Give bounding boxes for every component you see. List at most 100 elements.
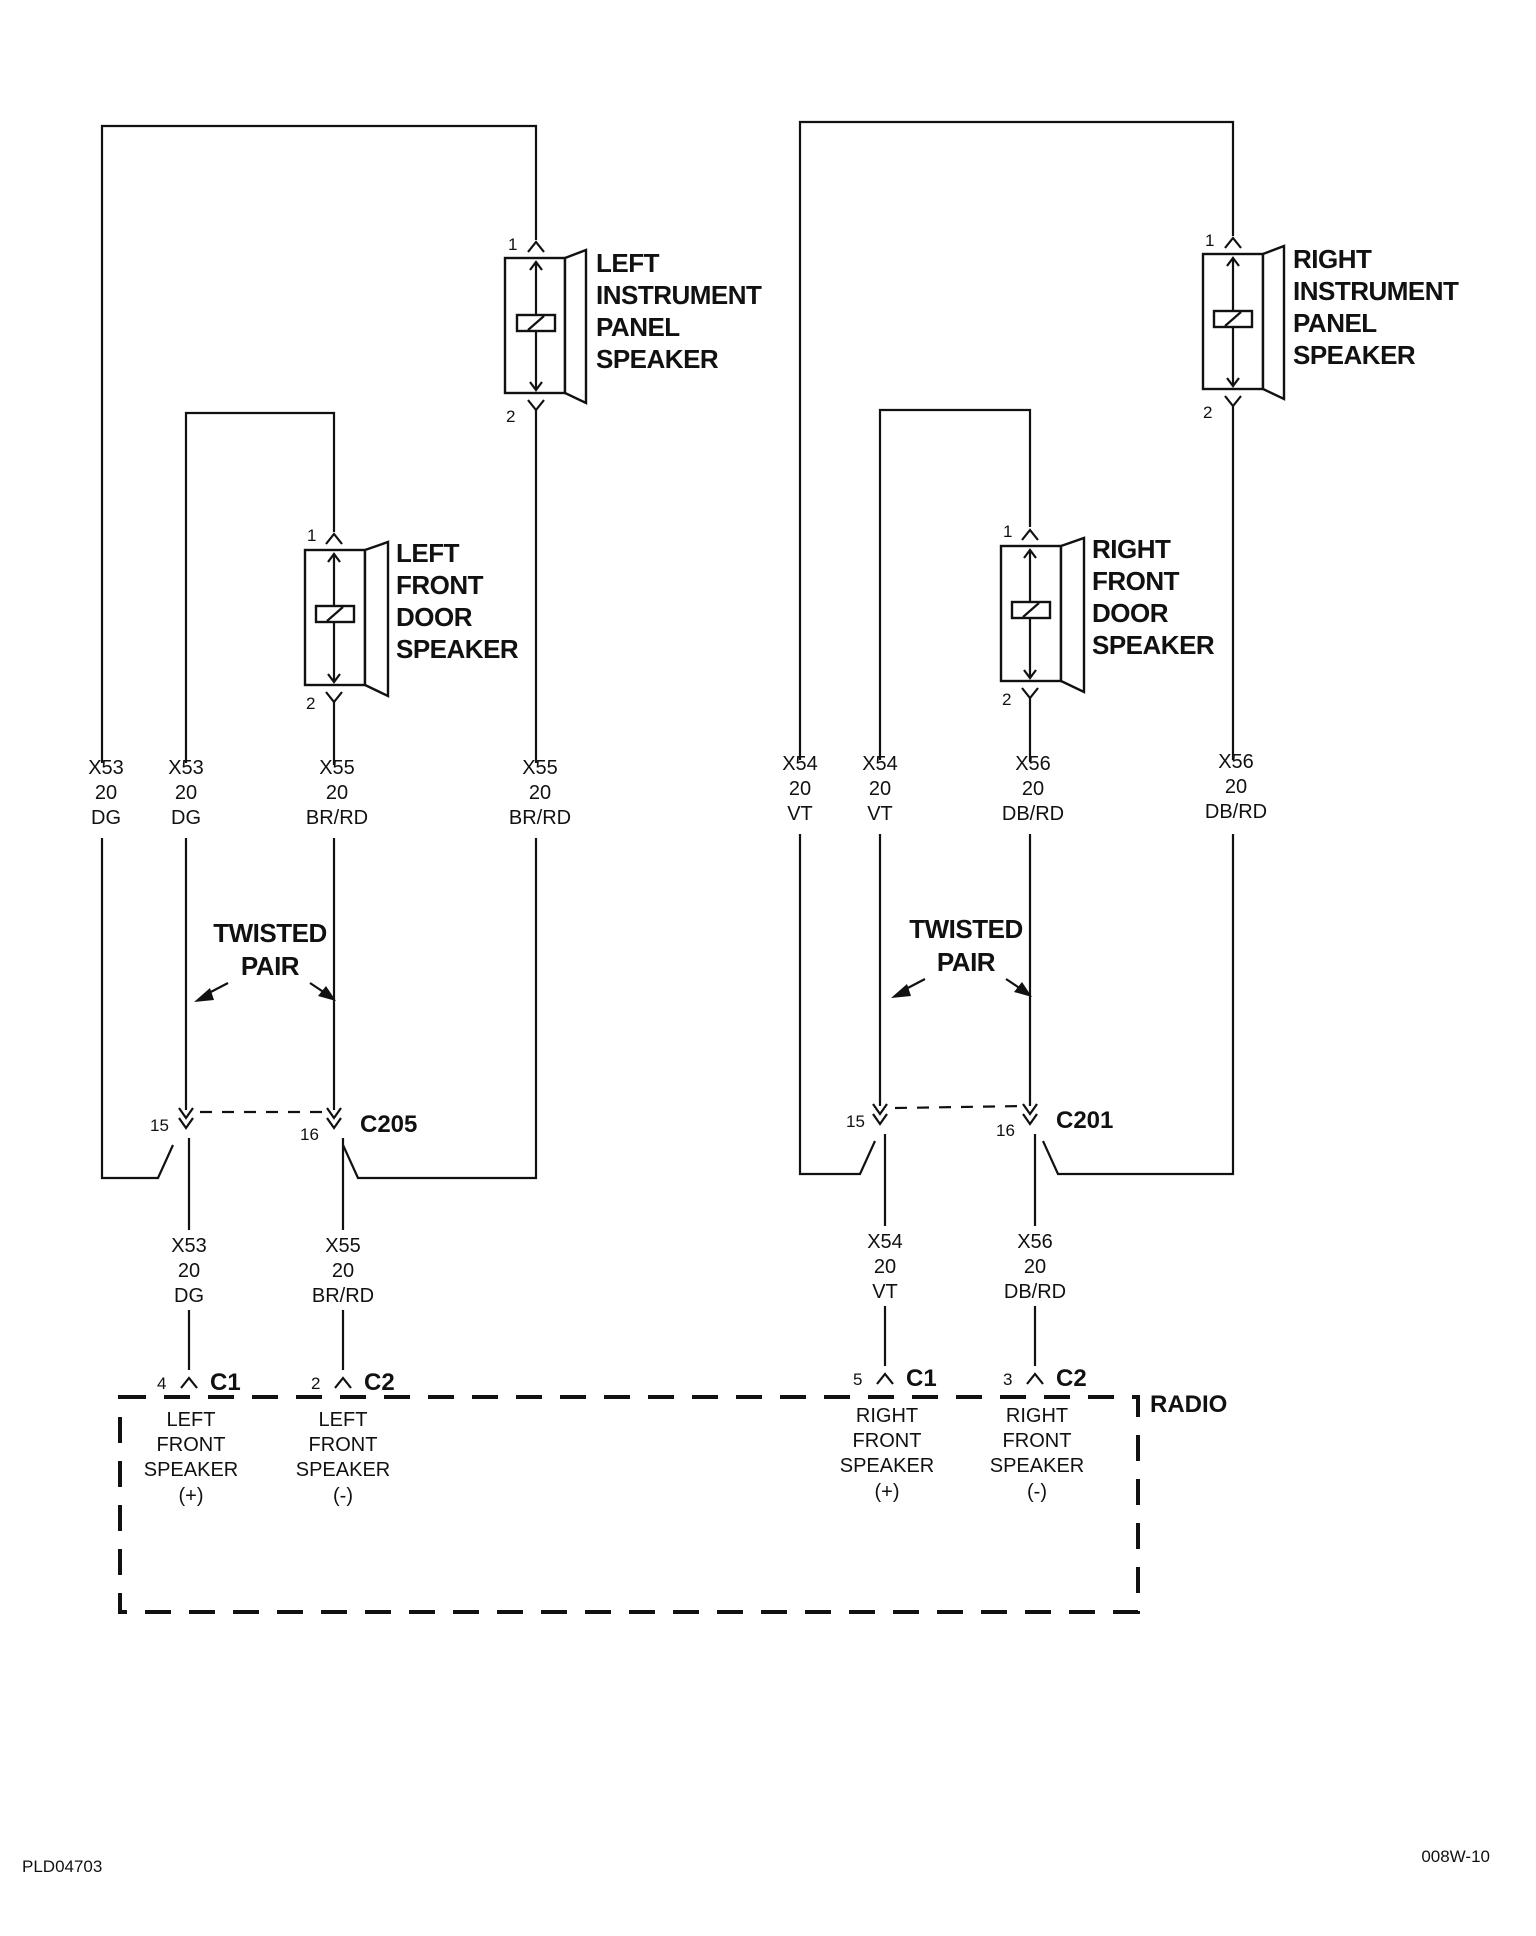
- right-twisted-label-1: TWISTED: [909, 914, 1023, 944]
- wire-label-gauge: 20: [789, 778, 811, 800]
- right-ip-pin2-arrow: [1224, 395, 1242, 408]
- radio-pin-number: 5: [853, 1370, 862, 1389]
- footer-left-code: PLD04703: [22, 1857, 102, 1876]
- left-ip-pin1-arrow: [527, 240, 545, 253]
- left-door-feed-wire: [184, 411, 336, 763]
- right-ip-label-4: SPEAKER: [1293, 340, 1416, 370]
- left-ip-speaker-cone: [563, 248, 588, 405]
- radio-connector-c2: C2: [1056, 1365, 1087, 1392]
- left-door-label-3: DOOR: [396, 602, 473, 632]
- right-ip-pin-bottom: 2: [1203, 403, 1212, 422]
- right-ip-feed-wire-top: [798, 120, 1235, 760]
- right-door-feed-wire: [878, 408, 1032, 760]
- wire-label-color: BR/RD: [509, 807, 571, 829]
- left-ip-label-3: PANEL: [596, 312, 680, 342]
- radio-pin-desc: (-): [1027, 1481, 1047, 1503]
- radio-pin-number: 4: [157, 1374, 166, 1393]
- left-door-label-1: LEFT: [396, 538, 460, 568]
- radio-pin-desc: (+): [179, 1485, 204, 1507]
- left-ip-feed-wire-lower: [100, 838, 175, 1180]
- radio-pin-desc: SPEAKER: [990, 1455, 1084, 1477]
- radio-outline: [118, 1395, 1140, 1614]
- connector-c205: 15 16 C205: [150, 1107, 417, 1144]
- wire-label-gauge: 20: [874, 1256, 896, 1278]
- wire-label-circuit: X53: [168, 757, 204, 779]
- right-radio-pins: 5 C1 3 C2 RIGHT FRONT SPEAKER (+) RIGHT …: [840, 1365, 1087, 1503]
- wire-label-circuit: X55: [522, 757, 558, 779]
- wire-label-color: VT: [787, 803, 813, 825]
- radio-label: RADIO: [1150, 1391, 1227, 1418]
- c201-label: C201: [1056, 1107, 1113, 1134]
- wire-label-gauge: 20: [529, 782, 551, 804]
- wire-label-circuit: X55: [325, 1235, 361, 1257]
- left-circuit: 1 2 LEFT INSTRUMENT PANEL SPEAKER 1 2 LE…: [88, 124, 763, 1507]
- right-lower-wire-labels: X54 20 VT X56 20 DB/RD: [867, 1231, 1066, 1303]
- radio-pin-desc: FRONT: [1003, 1430, 1072, 1452]
- wire-label-color: BR/RD: [312, 1285, 374, 1307]
- left-ip-feed-wire-top: [100, 124, 538, 763]
- wire-label-circuit: X56: [1218, 751, 1254, 773]
- radio-pin-desc: SPEAKER: [840, 1455, 934, 1477]
- c205-pin-a: 15: [150, 1116, 169, 1135]
- radio-pin-desc: RIGHT: [1006, 1405, 1068, 1427]
- radio-pin-desc: LEFT: [319, 1409, 368, 1431]
- left-door-pin-bottom: 2: [306, 694, 315, 713]
- radio-pin-desc: SPEAKER: [144, 1459, 238, 1481]
- c205-pin-b: 16: [300, 1125, 319, 1144]
- wire-label-color: VT: [867, 803, 893, 825]
- wire-label-circuit: X56: [1017, 1231, 1053, 1253]
- right-ip-pin1-arrow: [1224, 236, 1242, 249]
- left-door-pin-top: 1: [307, 526, 316, 545]
- footer-right-code: 008W-10: [1421, 1847, 1490, 1866]
- radio-pin-desc: FRONT: [853, 1430, 922, 1452]
- left-radio-pins: 4 C1 2 C2 LEFT FRONT SPEAKER (+) LEFT FR…: [144, 1369, 395, 1507]
- radio-pin-desc: (+): [875, 1481, 900, 1503]
- c201-pin-b: 16: [996, 1121, 1015, 1140]
- right-ip-pin-top: 1: [1205, 231, 1214, 250]
- right-ip-return-wire-lower: [1041, 834, 1235, 1176]
- left-door-label-4: SPEAKER: [396, 634, 519, 664]
- left-ip-pin2-arrow: [527, 399, 545, 412]
- radio-pin-desc: RIGHT: [856, 1405, 918, 1427]
- right-door-label-1: RIGHT: [1092, 534, 1171, 564]
- c201-pin-a: 15: [846, 1112, 865, 1131]
- left-door-speaker: 1 2 LEFT FRONT DOOR SPEAKER: [303, 526, 519, 713]
- left-ip-speaker: 1 2 LEFT INSTRUMENT PANEL SPEAKER: [503, 235, 763, 426]
- wire-label-color: DG: [174, 1285, 204, 1307]
- right-wires: [798, 120, 1235, 1366]
- radio-pin-number: 3: [1003, 1370, 1012, 1389]
- right-door-label-3: DOOR: [1092, 598, 1169, 628]
- right-upper-wire-labels: X54 20 VT X54 20 VT X56 20 DB/RD X56 20 …: [782, 751, 1267, 825]
- right-ip-speaker-cone: [1261, 244, 1286, 401]
- left-ip-return-wire-lower: [341, 838, 538, 1180]
- radio-connector-c1: C1: [906, 1365, 937, 1392]
- left-door-pin2-arrow: [325, 691, 343, 704]
- wire-label-color: BR/RD: [306, 807, 368, 829]
- right-door-speaker-cone: [1059, 536, 1086, 694]
- right-twisted-label-2: PAIR: [937, 947, 996, 977]
- wire-label-color: DG: [91, 807, 121, 829]
- right-twisted-arrowhead-left: [891, 984, 911, 998]
- radio-connector-c1: C1: [210, 1369, 241, 1396]
- radio-pin-number: 2: [311, 1374, 320, 1393]
- left-ip-label-1: LEFT: [596, 248, 660, 278]
- radio-pin-desc: (-): [333, 1485, 353, 1507]
- wire-label-gauge: 20: [1024, 1256, 1046, 1278]
- left-wires: [100, 124, 538, 1370]
- right-door-label-2: FRONT: [1092, 566, 1180, 596]
- radio-pin-desc: SPEAKER: [296, 1459, 390, 1481]
- wire-label-circuit: X53: [88, 757, 124, 779]
- right-door-label-4: SPEAKER: [1092, 630, 1215, 660]
- left-twisted-arrowhead-right: [318, 986, 336, 1001]
- wire-label-circuit: X54: [867, 1231, 903, 1253]
- right-twisted-pair: TWISTED PAIR: [891, 914, 1032, 998]
- left-door-pin1-arrow: [325, 532, 343, 545]
- right-ip-label-1: RIGHT: [1293, 244, 1372, 274]
- left-door-speaker-cone: [363, 540, 390, 698]
- left-lower-wire-labels: X53 20 DG X55 20 BR/RD: [171, 1235, 374, 1307]
- right-door-pin-bottom: 2: [1002, 690, 1011, 709]
- right-circuit: 1 2 RIGHT INSTRUMENT PANEL SPEAKER 1 2 R…: [782, 120, 1460, 1503]
- wire-label-gauge: 20: [178, 1260, 200, 1282]
- left-ip-pin-bottom: 2: [506, 407, 515, 426]
